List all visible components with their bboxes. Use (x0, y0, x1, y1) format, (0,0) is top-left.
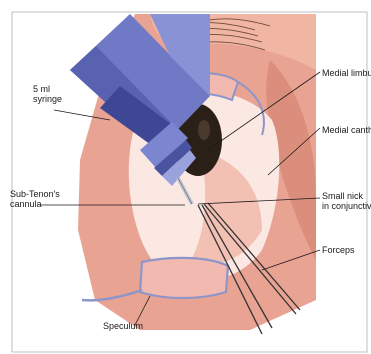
label-cannula: Sub-Tenon's cannula (10, 189, 70, 209)
label-forceps: Forceps (322, 245, 355, 255)
label-syringe: 5 ml syringe (33, 84, 73, 104)
label-small-nick: Small nick in conjunctiva (322, 191, 371, 211)
label-medial-limbus: Medial limbus (322, 68, 371, 78)
iris-highlight (198, 120, 210, 140)
lower-speculum-blade (140, 258, 228, 298)
label-medial-canthus: Medial canthus (322, 125, 371, 135)
label-speculum: Speculum (103, 321, 143, 331)
